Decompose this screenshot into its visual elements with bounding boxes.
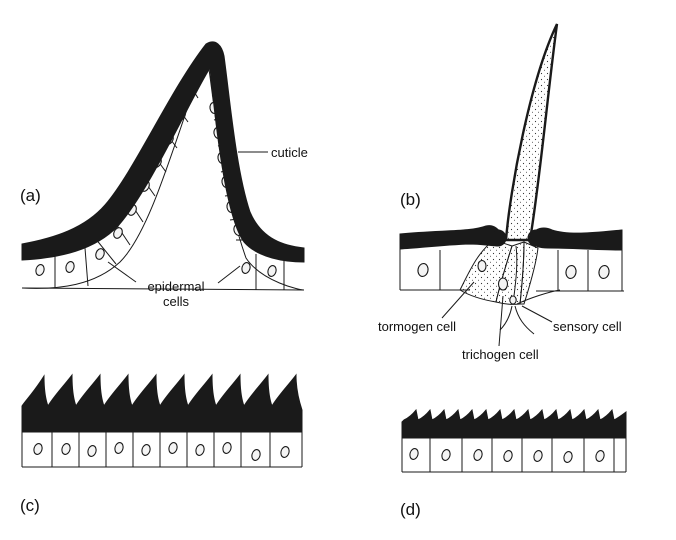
sensory-dendrite-shaft: [513, 245, 518, 297]
panel-d-label: (d): [400, 500, 421, 519]
panel-a-epidermal-leader-left: [107, 261, 137, 283]
panel-b: (b) tormogen cell trichogen cell sensory…: [378, 23, 624, 362]
sensory-axon-2: [514, 305, 535, 335]
sensory-axon-1: [499, 305, 513, 331]
sensory-label: sensory cell: [553, 319, 622, 334]
sensory-region: [519, 241, 539, 305]
tormogen-nucleus: [477, 259, 487, 273]
panel-d-cuticle: [401, 408, 627, 439]
panel-a-basal-line-left: [21, 59, 205, 289]
panel-a-cuticle: [21, 41, 305, 263]
panel-b-label: (b): [400, 190, 421, 209]
panel-a: (a) cuticle epidermal cells: [20, 41, 308, 309]
trichogen-nucleus: [497, 277, 509, 291]
epidermal-label-line2: cells: [163, 294, 190, 309]
panel-c: (c): [20, 373, 303, 515]
tormogen-label: tormogen cell: [378, 319, 456, 334]
panel-a-epidermal-leader-right: [217, 265, 241, 284]
trichogen-label: trichogen cell: [462, 347, 539, 362]
trichogen-leader: [498, 295, 504, 347]
panel-c-cuticle: [21, 373, 303, 433]
panel-b-epidermis: [399, 248, 624, 292]
panel-a-label: (a): [20, 186, 41, 205]
panel-b-cuticle-right: [531, 227, 623, 251]
panel-d: (d): [400, 408, 627, 519]
epidermal-label-line1: epidermal: [147, 279, 204, 294]
socket-left: [489, 229, 507, 247]
cuticle-label: cuticle: [271, 145, 308, 160]
sensory-hair: [504, 23, 559, 242]
panel-b-cuticle-left: [399, 225, 503, 250]
panel-a-epidermis: [21, 59, 305, 291]
tormogen-leader: [441, 281, 475, 319]
panel-a-bottom-line: [21, 287, 305, 291]
panel-d-epidermis: [401, 438, 627, 473]
sensory-dendrite: [516, 289, 561, 305]
sensory-leader: [521, 305, 553, 323]
panel-c-epidermis: [21, 432, 303, 468]
panel-c-label: (c): [20, 496, 40, 515]
sensory-nucleus: [509, 295, 517, 305]
